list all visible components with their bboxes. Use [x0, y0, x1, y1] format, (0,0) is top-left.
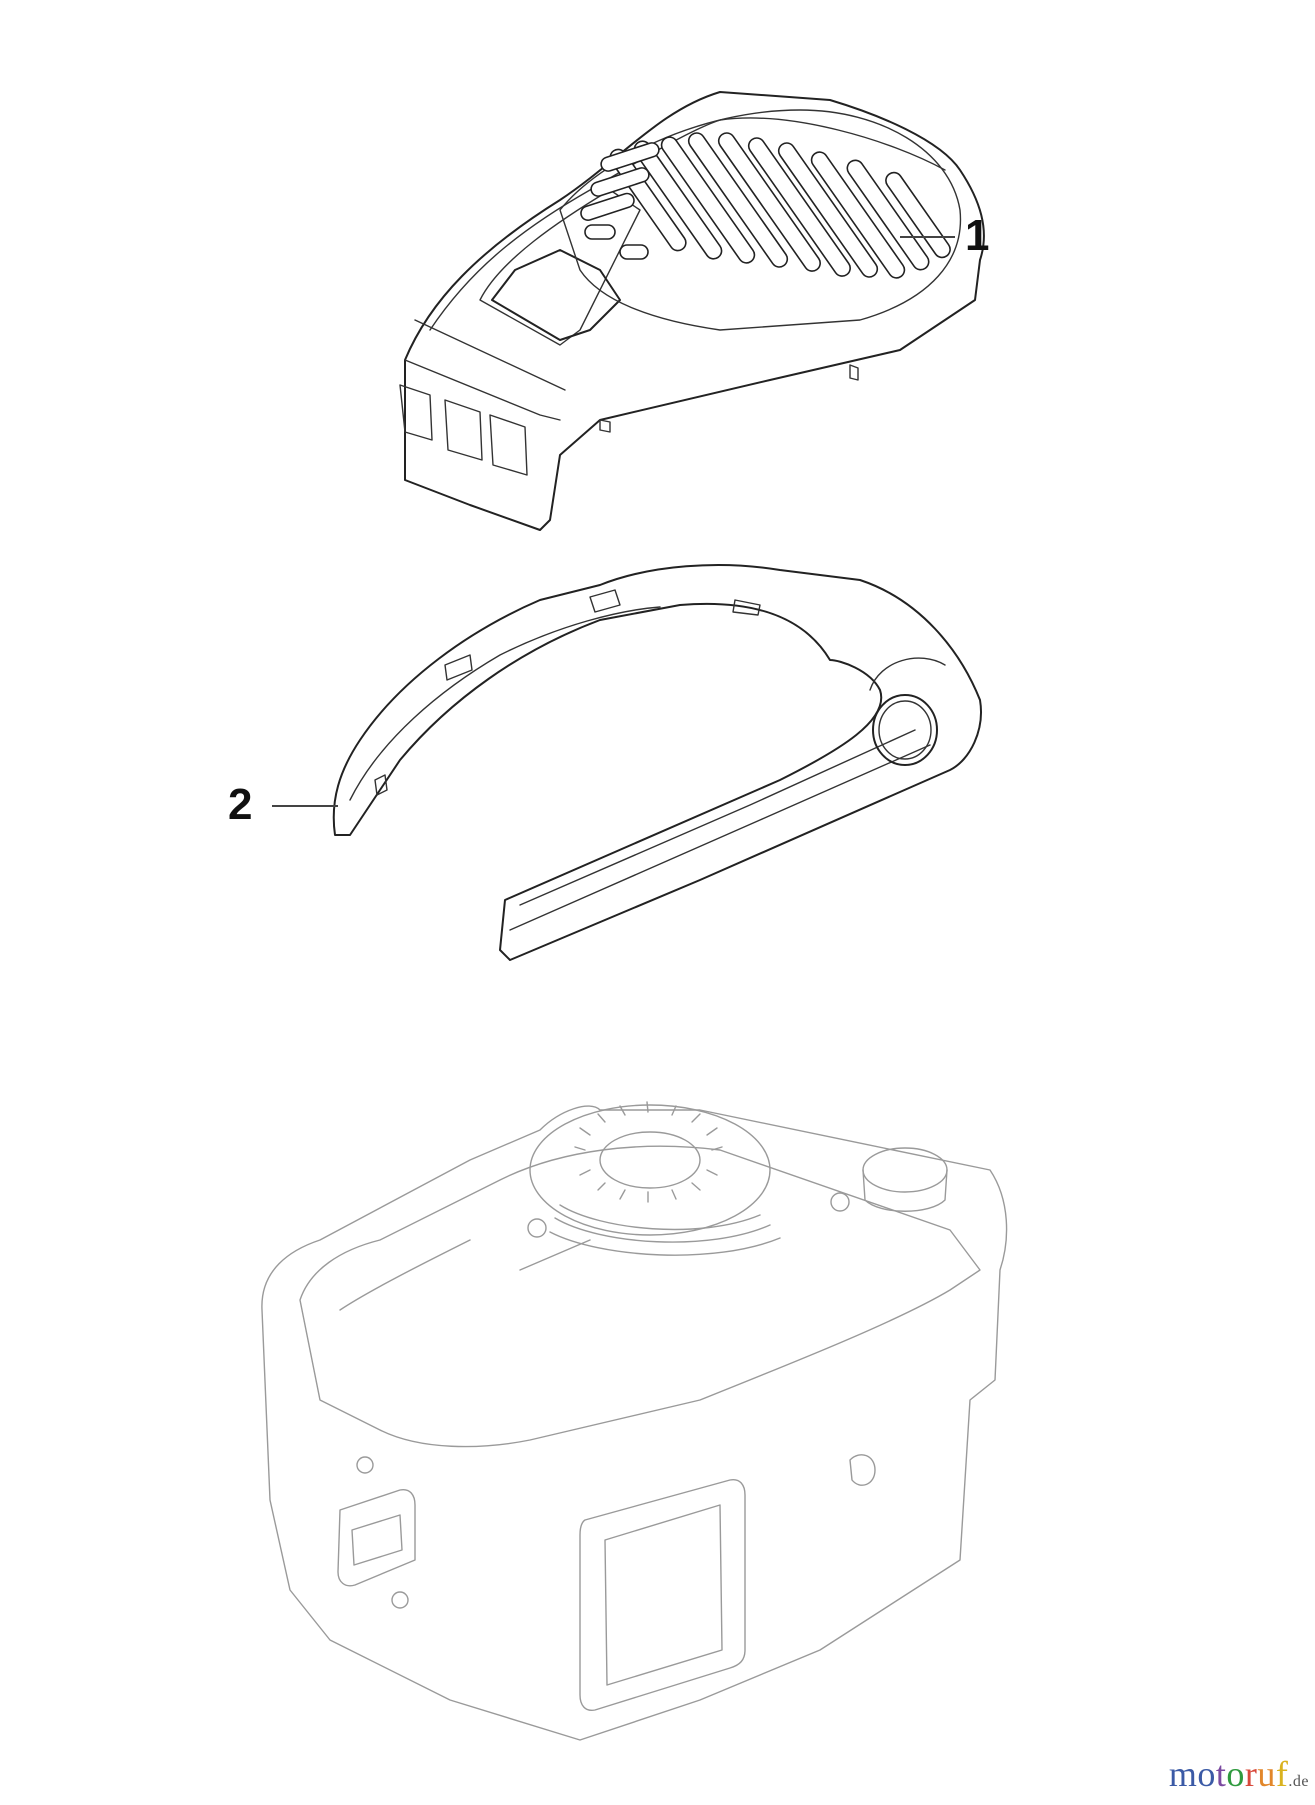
part-2-shroud-ring — [332, 564, 982, 961]
motoruf-watermark-logo: motoruf.de — [1169, 1756, 1309, 1792]
part-1-leader-line — [900, 236, 955, 238]
logo-letter-r: r — [1244, 1754, 1258, 1794]
engine-reference-outline — [261, 1101, 1008, 1741]
logo-letter-f: f — [1275, 1754, 1289, 1794]
logo-letter-m: m — [1168, 1754, 1198, 1794]
logo-letter-o: o — [1197, 1754, 1216, 1794]
logo-letter-u: u — [1257, 1754, 1276, 1794]
part-2-number: 2 — [228, 780, 253, 829]
part-2-leader-line — [272, 805, 338, 807]
logo-letter-o2: o — [1226, 1754, 1245, 1794]
logo-tld: .de — [1288, 1773, 1309, 1790]
part-1-number: 1 — [965, 211, 990, 260]
part-1-shroud-cover — [399, 91, 985, 531]
logo-letter-t: t — [1215, 1754, 1227, 1794]
